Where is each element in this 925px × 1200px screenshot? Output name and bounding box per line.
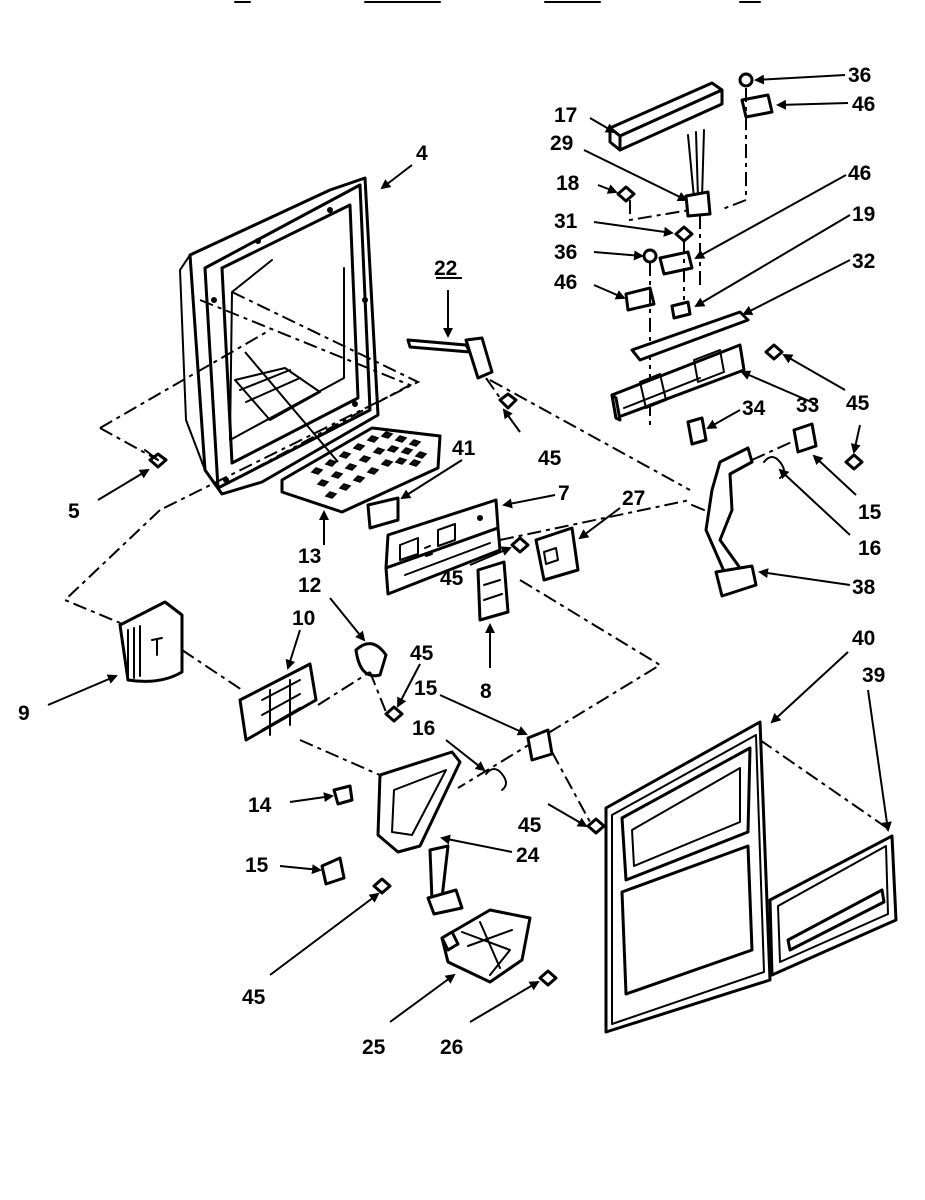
- callout-32: 32: [852, 250, 875, 273]
- part-41-label: [366, 496, 400, 530]
- part-8-circuit-board: [476, 560, 510, 622]
- callout-22: 22: [434, 257, 457, 280]
- part-46-clip-right: [658, 250, 694, 276]
- part-36-screw-mid: [642, 248, 658, 264]
- callout-46-right: 46: [848, 162, 871, 185]
- part-25-ice-chute: [440, 908, 532, 984]
- part-46-clip-top: [740, 93, 774, 119]
- part-16-spring-upper: [763, 456, 785, 479]
- callout-38: 38: [852, 576, 876, 599]
- part-15-bushing-mid: [526, 728, 554, 762]
- part-45-screw-right-upper: [764, 343, 784, 361]
- callout-45-panel: 45: [440, 567, 464, 590]
- callout-26: 26: [440, 1036, 463, 1059]
- callout-9: 9: [18, 702, 30, 725]
- part-24-ice-lever: [376, 750, 464, 916]
- callout-41: 41: [452, 437, 476, 460]
- part-29-wire-switch: [684, 129, 712, 218]
- callout-45-right-upper: 45: [846, 392, 870, 415]
- callout-13: 13: [298, 545, 321, 568]
- part-36-screw-top: [738, 72, 754, 88]
- callout-5: 5: [68, 500, 80, 523]
- callout-7: 7: [558, 482, 570, 505]
- callout-4: 4: [416, 142, 428, 165]
- part-31-screw: [674, 225, 694, 243]
- callout-46-top: 46: [852, 93, 875, 116]
- part-45-screw-lower-mid: [586, 817, 606, 835]
- callout-17: 17: [554, 104, 577, 127]
- part-27-bracket: [534, 526, 580, 582]
- part-26-screw: [538, 969, 558, 987]
- part-45-screw-panel: [510, 536, 530, 554]
- callout-24: 24: [516, 844, 540, 867]
- part-34-plunger: [686, 416, 708, 446]
- part-15-bushing-lower: [320, 856, 346, 886]
- part-17-bracket-bar: [608, 81, 724, 152]
- callout-12: 12: [298, 574, 321, 597]
- callout-45-mid: 45: [538, 447, 562, 470]
- part-15-bushing-upper: [792, 422, 818, 454]
- part-33-dispenser-bracket: [610, 343, 746, 422]
- callout-45-lower: 45: [242, 986, 266, 1009]
- part-19-spacer: [670, 300, 692, 320]
- part-18-screw: [616, 185, 636, 203]
- callout-45-lower-mid: 45: [518, 814, 542, 837]
- callout-33: 33: [796, 394, 819, 417]
- callout-8: 8: [480, 680, 492, 703]
- part-38-actuator-lever: [691, 446, 758, 598]
- part-16-spring-mid: [485, 768, 507, 791]
- part-45-screw-lower: [372, 877, 392, 895]
- callout-31: 31: [554, 210, 578, 233]
- callout-14: 14: [248, 794, 272, 817]
- callout-45-left-mid: 45: [410, 642, 434, 665]
- part-9-dispenser-pad: [118, 600, 184, 683]
- part-4-dispenser-housing: [179, 176, 380, 496]
- callout-10: 10: [292, 607, 315, 630]
- callout-27: 27: [622, 487, 645, 510]
- callout-46-mid: 46: [554, 271, 577, 294]
- callout-29: 29: [550, 132, 573, 155]
- part-22-actuator-rod: [406, 336, 494, 380]
- callout-16-mid: 16: [412, 717, 435, 740]
- part-10-mounting-plate: [238, 662, 318, 742]
- part-39-trim-cover: [768, 834, 898, 977]
- callout-40: 40: [852, 627, 875, 650]
- callout-18: 18: [556, 172, 580, 195]
- part-13-drip-grille: [280, 426, 442, 514]
- callout-39: 39: [862, 664, 885, 687]
- part-45-screw-left-mid: [384, 705, 404, 723]
- part-45-screw-mid: [498, 392, 518, 410]
- callout-25: 25: [362, 1036, 386, 1059]
- callout-15-lower: 15: [245, 854, 269, 877]
- part-40-door-panel: [604, 720, 772, 1034]
- part-7-control-panel: [384, 498, 502, 596]
- part-45-screw-far-right: [844, 453, 864, 471]
- callout-34: 34: [742, 397, 766, 420]
- callout-19: 19: [852, 203, 875, 226]
- part-46-clip-mid: [624, 286, 656, 312]
- callout-16-upper: 16: [858, 537, 881, 560]
- callout-15-mid: 15: [414, 677, 438, 700]
- part-32-mounting-channel: [630, 310, 750, 362]
- part-12-spring-clip: [354, 642, 388, 678]
- callout-36-mid: 36: [554, 241, 577, 264]
- part-14-pin: [332, 784, 354, 806]
- callout-36-top: 36: [848, 64, 871, 87]
- callout-15-upper: 15: [858, 501, 882, 524]
